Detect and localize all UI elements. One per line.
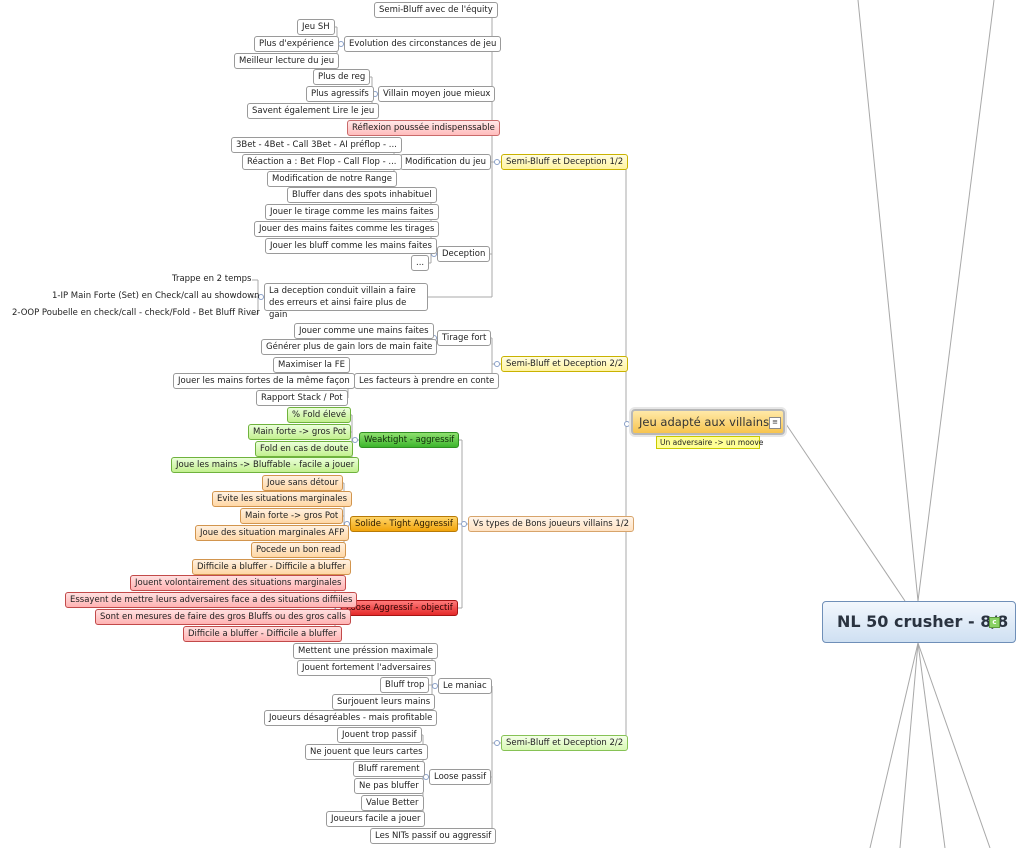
topic-deception-long-item[interactable]: 1-IP Main Forte (Set) en Check/call au s… [52, 291, 260, 301]
topic-deception-long-item[interactable]: 2-OOP Poubelle en check/call - check/Fol… [12, 308, 260, 318]
topic-passif-item[interactable]: Ne jouent que leurs cartes [305, 744, 428, 760]
topic-maniac-item[interactable]: Joueurs désagréables - mais profitable [264, 710, 438, 726]
topic-weak-item[interactable]: Fold en cas de doute [255, 441, 354, 457]
topic-passif-item[interactable]: Ne pas bluffer [354, 778, 424, 794]
topic-weak[interactable]: Weaktight - aggressif [359, 432, 460, 448]
topic-modification[interactable]: Modification du jeu [400, 154, 491, 170]
topic-deception-long[interactable]: La deception conduit villain a faire des… [264, 283, 428, 320]
root-node[interactable]: NL 50 crusher - 8/8 c [822, 601, 1016, 643]
topic-reflexion[interactable]: Réflexion poussée indispenssable [347, 120, 500, 136]
topic-tirage-item[interactable]: Générer plus de gain lors de main faite [261, 339, 438, 355]
note-icon[interactable]: ≡ [769, 417, 781, 429]
topic-deception-item[interactable]: Jouer les bluff comme les mains faites [265, 238, 437, 254]
branch-vs[interactable]: Vs types de Bons joueurs villains 1/2 [468, 516, 635, 532]
topic-evolution-item[interactable]: Meilleur lecture du jeu [234, 53, 340, 69]
topic-solide-item[interactable]: Pocede un bon read [251, 542, 346, 558]
topic-modification-item[interactable]: Réaction a : Bet Flop - Call Flop - ... [242, 154, 402, 170]
topic-loose-item[interactable]: Difficile a bluffer - Difficile a bluffe… [183, 626, 342, 642]
topic-maniac-item[interactable]: Mettent une préssion maximale [293, 643, 438, 659]
topic-deception-item[interactable]: ... [411, 255, 430, 271]
topic-maniac-item[interactable]: Bluff trop [380, 677, 430, 693]
topic-facteurs[interactable]: Les facteurs à prendre en conte [354, 373, 500, 389]
topic-modification-item[interactable]: 3Bet - 4Bet - Call 3Bet - AI préflop - .… [231, 137, 402, 153]
topic-passif[interactable]: Loose passif [429, 769, 492, 785]
topic-weak-item[interactable]: Main forte -> gros Pot [248, 424, 352, 440]
topic-deception-item[interactable]: Jouer des mains faites comme les tirages [254, 221, 440, 237]
topic-solide-item[interactable]: Difficile a bluffer - Difficile a bluffe… [192, 559, 351, 575]
topic-facteurs-item[interactable]: Rapport Stack / Pot [256, 390, 348, 406]
topic-deception-long-item[interactable]: Trappe en 2 temps [172, 274, 252, 284]
topic-passif-item[interactable]: Bluff rarement [353, 761, 425, 777]
topic-nits[interactable]: Les NITs passif ou aggressif [370, 828, 497, 844]
topic-villain-item[interactable]: Plus agressifs [306, 86, 374, 102]
branch-sbd3[interactable]: Semi-Bluff et Deception 2/2 [501, 735, 629, 751]
topic-loose-item[interactable]: Essayent de mettre leurs adversaires fac… [65, 592, 358, 608]
topic-equity[interactable]: Semi-Bluff avec de l'équity [374, 2, 498, 18]
topic-solide-item[interactable]: Main forte -> gros Pot [240, 508, 344, 524]
topic-passif-item[interactable]: Joueurs facile a jouer [326, 811, 426, 827]
topic-passif-item[interactable]: Jouent trop passif [337, 727, 422, 743]
topic-evolution[interactable]: Evolution des circonstances de jeu [344, 36, 502, 52]
topic-villain-item[interactable]: Plus de reg [313, 69, 371, 85]
topic-maniac-item[interactable]: Jouent fortement l'adversaires [297, 660, 436, 676]
root-title: NL 50 crusher - 8/8 [837, 612, 1009, 631]
topic-facteurs-item[interactable]: Maximiser la FE [273, 357, 350, 373]
topic-maniac-item[interactable]: Surjouent leurs mains [332, 694, 436, 710]
branch-sbd1[interactable]: Semi-Bluff et Deception 1/2 [501, 154, 629, 170]
topic-passif-item[interactable]: Value Better [361, 795, 424, 811]
central-note: Un adversaire -> un moove [656, 436, 763, 449]
topic-tirage[interactable]: Tirage fort [437, 330, 492, 346]
topic-deception-item[interactable]: Jouer le tirage comme les mains faites [265, 204, 439, 220]
branch-sbd2[interactable]: Semi-Bluff et Deception 2/2 [501, 356, 629, 372]
topic-evolution-item[interactable]: Jeu SH [297, 19, 335, 35]
topic-maniac[interactable]: Le maniac [438, 678, 492, 694]
collapse-icon[interactable]: c [989, 617, 1000, 628]
topic-solide-item[interactable]: Evite les situations marginales [212, 491, 353, 507]
topic-loose-item[interactable]: Sont en mesures de faire des gros Bluffs… [95, 609, 351, 625]
topic-tirage-item[interactable]: Jouer comme une mains faites [294, 323, 434, 339]
topic-evolution-item[interactable]: Plus d'expérience [254, 36, 339, 52]
topic-solide-item[interactable]: Joue des situation marginales AFP [195, 525, 350, 541]
topic-loose[interactable]: Loose Aggressif - objectif [341, 600, 458, 616]
topic-modification-item[interactable]: Modification de notre Range [267, 171, 397, 187]
topic-villain[interactable]: Villain moyen joue mieux [378, 86, 496, 102]
central-topic[interactable]: Jeu adapté aux villains 2 ≡ [631, 409, 785, 435]
topic-solide-item[interactable]: Joue sans détour [262, 475, 344, 491]
topic-weak-item[interactable]: Joue les mains -> Bluffable - facile a j… [171, 457, 360, 473]
topic-loose-item[interactable]: Jouent volontairement des situations mar… [130, 575, 347, 591]
central-title: Jeu adapté aux villains 2 [639, 415, 781, 429]
topic-deception-item[interactable]: Bluffer dans des spots inhabituel [287, 187, 437, 203]
topic-deception[interactable]: Deception [437, 246, 491, 262]
topic-facteurs-item[interactable]: Jouer les mains fortes de la même façon [173, 373, 355, 389]
topic-villain-item[interactable]: Savent également Lire le jeu [247, 103, 380, 119]
topic-weak-item[interactable]: % Fold élevé [287, 407, 352, 423]
topic-solide[interactable]: Solide - Tight Aggressif [350, 516, 458, 532]
